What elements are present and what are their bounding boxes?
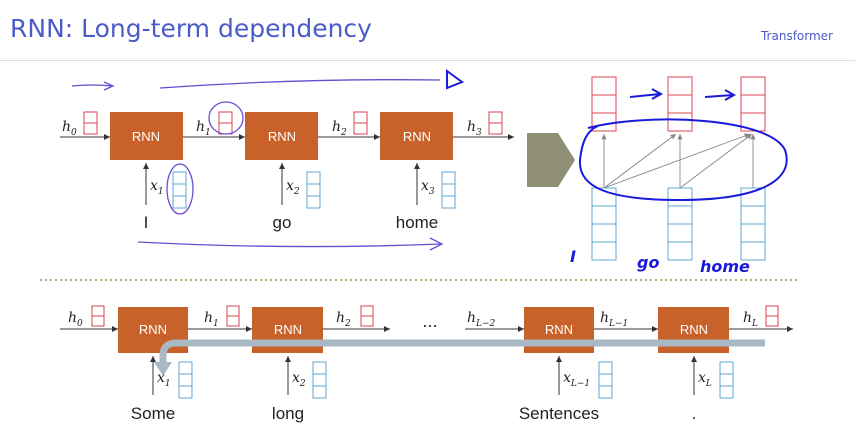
b-rnn-cell-3-label: RNN bbox=[545, 322, 573, 337]
bottom-word-3: Sentences bbox=[519, 404, 599, 423]
hidden-label-h2: h2 bbox=[332, 119, 347, 138]
pen-loop-attention bbox=[578, 118, 788, 202]
pen-arrow-short bbox=[71, 84, 113, 87]
b-hidden-label-h2: h2 bbox=[336, 310, 351, 329]
b-hidden-label-hL2: hL−2 bbox=[467, 310, 496, 329]
b-rnn-cell-4-label: RNN bbox=[680, 322, 708, 337]
pen-arrowhead bbox=[446, 69, 465, 90]
handwritten-annotations bbox=[71, 79, 444, 251]
b-hidden-label-hL1: hL−1 bbox=[600, 310, 628, 329]
pen-arrow-1 bbox=[629, 88, 664, 100]
hidden-label-h1: h1 bbox=[196, 119, 211, 138]
input-label-x3: x3 bbox=[421, 178, 435, 197]
b-input-label-x2: x2 bbox=[292, 370, 306, 389]
attn-2-3 bbox=[679, 133, 753, 189]
handwritten-word-1: I bbox=[570, 247, 576, 266]
top-word-3: home bbox=[396, 213, 439, 232]
b-rnn-cell-2-label: RNN bbox=[274, 322, 302, 337]
b-input-label-xL: xL bbox=[698, 370, 712, 389]
b-hidden-label-h0: h0 bbox=[68, 310, 83, 329]
top-word-2: go bbox=[273, 213, 292, 232]
rnn-cell-2-label: RNN bbox=[268, 129, 296, 144]
rnn-cell-1 bbox=[110, 112, 183, 160]
gradient-flow-arrow bbox=[159, 339, 765, 364]
input-vector-x1 bbox=[172, 171, 187, 209]
hidden-label-h3: h3 bbox=[467, 119, 482, 138]
gradient-flow-arrowhead bbox=[154, 362, 172, 376]
rnn-cell-3 bbox=[380, 112, 453, 160]
input-label-x1: x1 bbox=[150, 178, 164, 197]
b-rnn-cell-1-label: RNN bbox=[139, 322, 167, 337]
output-vector-3 bbox=[740, 76, 766, 132]
input-label-x2: x2 bbox=[286, 178, 300, 197]
b-input-label-xL1: xL−1 bbox=[563, 370, 590, 389]
rnn-cell-1-label: RNN bbox=[132, 129, 160, 144]
page-title: RNN: Long-term dependency bbox=[10, 14, 372, 43]
attn-1-2 bbox=[603, 133, 677, 189]
pen-arrow-long bbox=[159, 79, 441, 89]
pen-underline bbox=[137, 237, 444, 251]
transform-arrow-icon bbox=[527, 133, 575, 187]
pen-circle-h1 bbox=[208, 101, 244, 135]
bottom-word-1: Some bbox=[131, 404, 175, 423]
top-word-1: I bbox=[144, 213, 149, 232]
pen-arrow-2 bbox=[704, 89, 737, 101]
input-vector-x2 bbox=[306, 171, 321, 209]
rnn-cell-2 bbox=[245, 112, 318, 160]
bottom-word-4: . bbox=[692, 404, 697, 423]
handwritten-word-2: go bbox=[637, 253, 659, 272]
b-input-vector-xL1 bbox=[598, 361, 613, 399]
hidden-label-h0: h0 bbox=[62, 119, 77, 138]
b-input-vector-x2 bbox=[312, 361, 327, 399]
top-rnn-diagram: RNN RNN RNN h0 h1 h2 h3 x1 x2 x3 I go ho… bbox=[60, 69, 514, 251]
ellipsis: ... bbox=[422, 312, 437, 331]
b-hidden-label-h1: h1 bbox=[204, 310, 219, 329]
output-vector-2 bbox=[667, 76, 693, 132]
pen-arrow-short-head bbox=[103, 81, 115, 91]
attn-1-3 bbox=[603, 133, 751, 189]
header-divider bbox=[0, 60, 855, 61]
output-vector-1 bbox=[591, 76, 617, 132]
bottom-word-2: long bbox=[272, 404, 304, 423]
b-input-vector-x1 bbox=[178, 361, 193, 399]
section-label: Transformer bbox=[760, 29, 833, 43]
b-hidden-label-hL: hL bbox=[743, 310, 758, 329]
rnn-cell-3-label: RNN bbox=[403, 129, 431, 144]
pen-circle-x1 bbox=[166, 163, 194, 215]
input-vector-x3 bbox=[441, 171, 456, 209]
b-input-vector-xL bbox=[719, 361, 734, 399]
bottom-rnn-diagram: RNN RNN RNN RNN ... h0 h1 h2 hL−2 hL−1 h… bbox=[60, 305, 793, 423]
attention-diagram: I go home bbox=[570, 76, 788, 276]
handwritten-word-3: home bbox=[700, 257, 750, 276]
b-input-label-x1: x1 bbox=[157, 370, 171, 389]
